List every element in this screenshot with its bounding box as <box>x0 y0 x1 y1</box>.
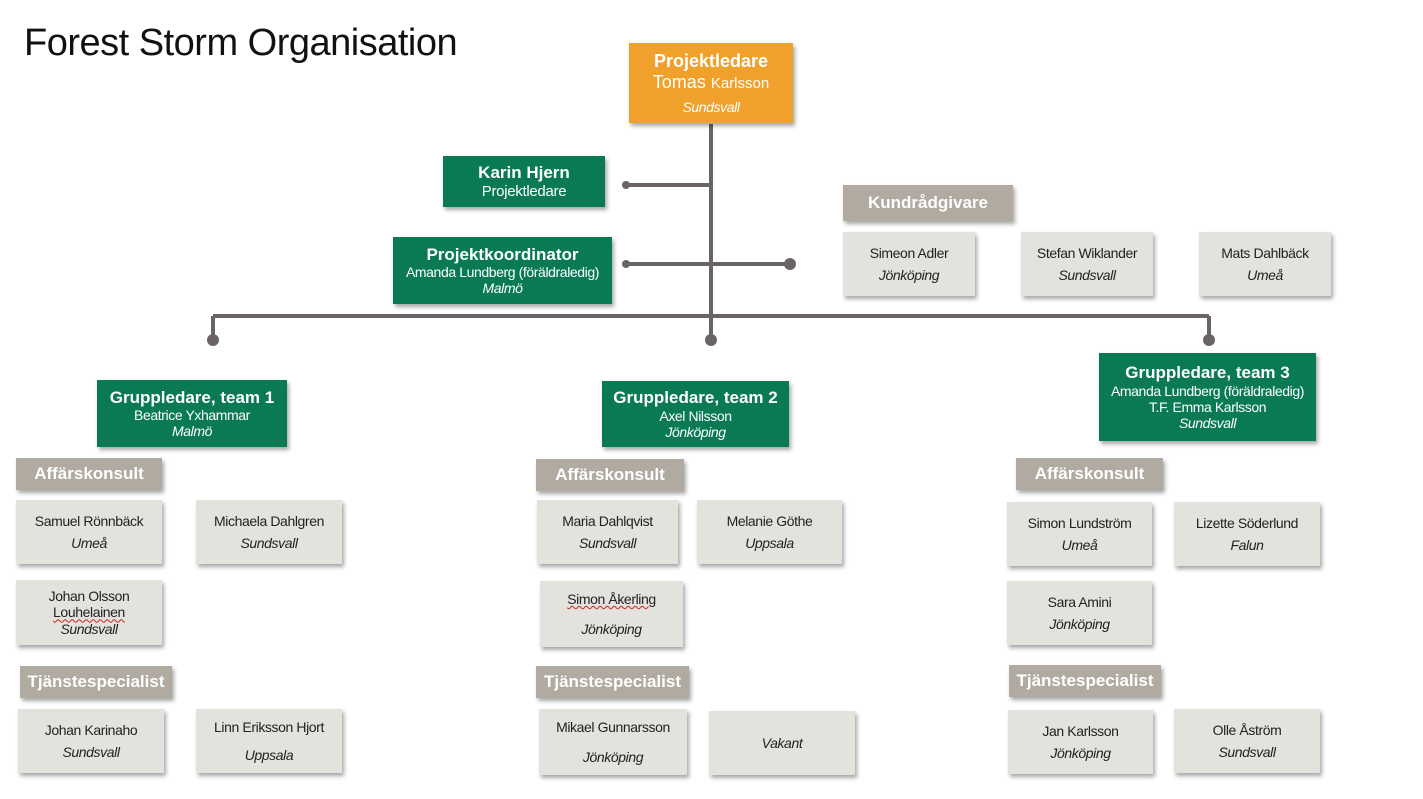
person-name: Olle Åström <box>1212 721 1282 738</box>
team3-leader-name2: T.F. Emma Karlsson <box>1148 398 1267 415</box>
connector-dot <box>622 181 630 189</box>
person-city: Uppsala <box>745 535 794 551</box>
person-city: Falun <box>1230 537 1264 553</box>
person-box: Mikael Gunnarsson Jönköping <box>539 709 687 775</box>
team3-affarskonsult-label: Affärskonsult <box>1016 458 1163 490</box>
person-city: Umeå <box>1061 537 1098 553</box>
person-box: Linn Eriksson Hjort Uppsala <box>196 709 342 773</box>
person-city: Jönköping <box>878 267 940 283</box>
team2-leader-role: Gruppledare, team 2 <box>613 388 778 408</box>
project-lead-box: Projektledare Tomas Karlsson Sundsvall <box>629 43 793 123</box>
person-city: Umeå <box>71 535 107 551</box>
kundradgivare-label: Kundrådgivare <box>843 185 1013 221</box>
team1-tjanstespecialist-label: Tjänstespecialist <box>20 666 172 698</box>
person-box-vakant: Vakant <box>709 711 855 775</box>
person-name: Samuel Rönnbäck <box>34 512 144 529</box>
team2-affarskonsult-label: Affärskonsult <box>536 459 684 491</box>
team1-leader-role: Gruppledare, team 1 <box>109 387 275 407</box>
project-lead-surname: Karlsson <box>710 74 770 92</box>
koordinator-role: Projektkoordinator <box>426 244 579 264</box>
person-city: Sundsvall <box>1218 744 1276 760</box>
team2-tjanstespecialist-label: Tjänstespecialist <box>536 666 689 698</box>
team2-leader-box: Gruppledare, team 2 Axel Nilsson Jönköpi… <box>602 381 789 447</box>
person-box: Olle Åström Sundsvall <box>1174 709 1320 773</box>
person-box: Melanie Göthe Uppsala <box>697 500 842 564</box>
person-city: Jönköping <box>1050 745 1111 761</box>
person-box: Simeon Adler Jönköping <box>843 232 975 296</box>
team2-leader-name: Axel Nilsson <box>659 407 732 424</box>
person-city: Sundsvall <box>578 535 637 551</box>
koordinator-name: Amanda Lundberg (föräldraledig) <box>405 264 600 281</box>
person-box: Jan Karlsson Jönköping <box>1008 710 1153 774</box>
person-name-line2: Louhelainen <box>53 604 125 621</box>
team1-leader-city: Malmö <box>171 423 212 440</box>
person-name: Mats Dahlbäck <box>1221 244 1309 261</box>
person-city: Sundsvall <box>62 744 120 760</box>
person-name: Simon Lundström <box>1027 514 1132 531</box>
team3-leader-box: Gruppledare, team 3 Amanda Lundberg (för… <box>1099 353 1316 441</box>
person-city: Uppsala <box>244 747 294 763</box>
person-name: Jan Karlsson <box>1042 722 1119 739</box>
projektkoordinator-box: Projektkoordinator Amanda Lundberg (förä… <box>393 237 612 304</box>
koordinator-city: Malmö <box>482 280 523 297</box>
person-city: Sundsvall <box>1058 267 1116 283</box>
team1-leader-name: Beatrice Yxhammar <box>134 407 250 424</box>
team3-leader-name: Amanda Lundberg (föräldraledig) <box>1110 382 1305 399</box>
connector-dot <box>1203 334 1215 346</box>
person-box: Simon Åkerling Jönköping <box>540 581 683 647</box>
person-box: Simon Lundström Umeå <box>1007 502 1152 566</box>
person-city: Jönköping <box>1049 616 1110 632</box>
person-name: Maria Dahlqvist <box>562 512 653 529</box>
person-box: Samuel Rönnbäck Umeå <box>16 500 162 564</box>
connector-dot <box>622 260 630 268</box>
person-box: Johan Karinaho Sundsvall <box>18 709 164 773</box>
person-box: Johan Olsson Louhelainen Sundsvall <box>16 580 162 645</box>
person-name: Mikael Gunnarsson <box>556 718 670 735</box>
team3-leader-city: Sundsvall <box>1178 414 1237 431</box>
person-box: Stefan Wiklander Sundsvall <box>1021 232 1153 296</box>
team2-leader-city: Jönköping <box>665 423 726 440</box>
person-name: Johan Olsson <box>48 588 130 605</box>
person-city: Jönköping <box>582 749 644 765</box>
person-box: Sara Amini Jönköping <box>1007 581 1152 645</box>
person-city: Umeå <box>1247 267 1283 283</box>
person-name: Vakant <box>761 734 803 751</box>
person-box: Michaela Dahlgren Sundsvall <box>196 500 342 564</box>
project-lead-city: Sundsvall <box>682 98 740 115</box>
person-box: Maria Dahlqvist Sundsvall <box>537 500 678 564</box>
person-city: Sundsvall <box>60 620 118 637</box>
person-name: Stefan Wiklander <box>1036 244 1138 261</box>
person-box: Mats Dahlbäck Umeå <box>1199 232 1331 296</box>
team3-tjanstespecialist-label: Tjänstespecialist <box>1009 665 1161 697</box>
person-name: Lizette Söderlund <box>1195 514 1299 531</box>
connector-dot <box>705 334 717 346</box>
team3-leader-role: Gruppledare, team 3 <box>1125 363 1290 383</box>
person-name: Simon Åkerling <box>567 590 656 607</box>
connector-dot <box>784 258 796 270</box>
person-box: Lizette Söderlund Falun <box>1174 502 1320 566</box>
team1-leader-box: Gruppledare, team 1 Beatrice Yxhammar Ma… <box>97 380 287 447</box>
karin-role: Projektledare <box>481 182 567 200</box>
connector-dot <box>207 334 219 346</box>
person-city: Sundsvall <box>240 535 298 551</box>
page-title: Forest Storm Organisation <box>24 22 458 64</box>
project-lead-role: Projektledare <box>653 51 769 72</box>
person-name: Michaela Dahlgren <box>214 512 324 529</box>
karin-hjern-box: Karin Hjern Projektledare <box>443 156 605 207</box>
karin-name: Karin Hjern <box>478 163 570 183</box>
person-name: Johan Karinaho <box>44 721 138 738</box>
person-city: Jönköping <box>581 621 642 637</box>
person-name: Melanie Göthe <box>726 512 813 529</box>
person-name: Linn Eriksson Hjort <box>214 718 324 735</box>
person-name: Sara Amini <box>1047 593 1112 610</box>
person-name: Simeon Adler <box>869 244 949 261</box>
team1-affarskonsult-label: Affärskonsult <box>16 458 162 490</box>
project-lead-name: Tomas <box>652 71 706 92</box>
